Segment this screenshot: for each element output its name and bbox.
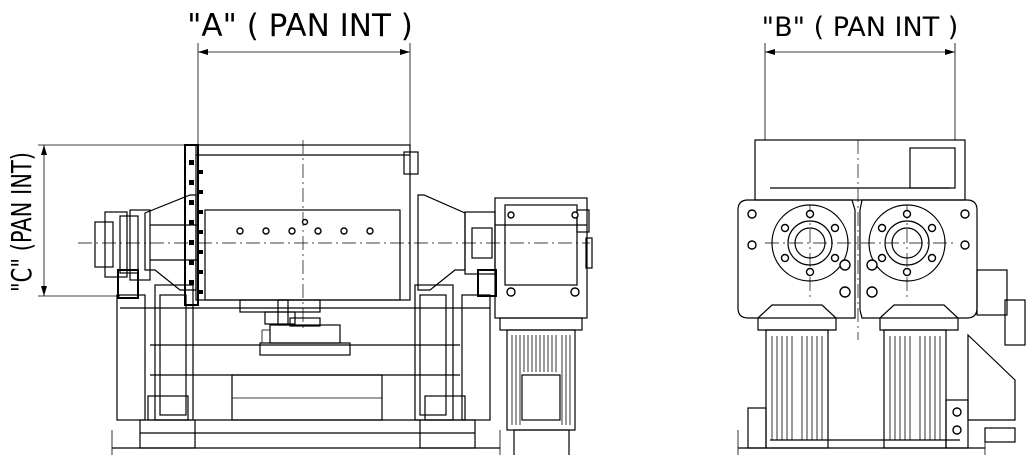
front-legs <box>116 284 491 421</box>
front-right-bearing <box>417 194 466 291</box>
side-motor-right <box>883 329 947 449</box>
dimension-b-label: "B" ( PAN INT ) <box>762 12 959 43</box>
front-motor-fins <box>511 335 571 425</box>
front-bottom-gearbox <box>259 317 351 356</box>
side-gearbox-left <box>737 199 856 319</box>
front-tank <box>184 144 419 326</box>
front-tank-holes <box>236 218 374 235</box>
side-base-frame <box>737 430 986 455</box>
side-gearbox-right <box>859 199 978 319</box>
front-base-frame <box>111 307 501 455</box>
front-left-flange <box>94 209 198 299</box>
front-left-bearing <box>144 194 197 291</box>
dimension-a-label: "A" ( PAN INT ) <box>187 8 413 44</box>
front-view <box>78 140 593 455</box>
side-motor-flange-right <box>879 304 959 331</box>
dimension-a-line <box>197 43 411 145</box>
front-tank-flange-bolts <box>189 160 203 294</box>
side-hopper <box>754 139 966 201</box>
front-right-gearmotor <box>494 197 593 455</box>
side-auxiliary-unit <box>945 269 1026 449</box>
dimension-b-line <box>764 43 956 140</box>
side-motor-flange-left <box>757 304 837 331</box>
side-motor-left <box>747 329 829 449</box>
side-view <box>737 139 1026 455</box>
dimension-c-line <box>38 144 196 297</box>
dimension-c-label: "C" (PAN INT) <box>5 152 38 292</box>
